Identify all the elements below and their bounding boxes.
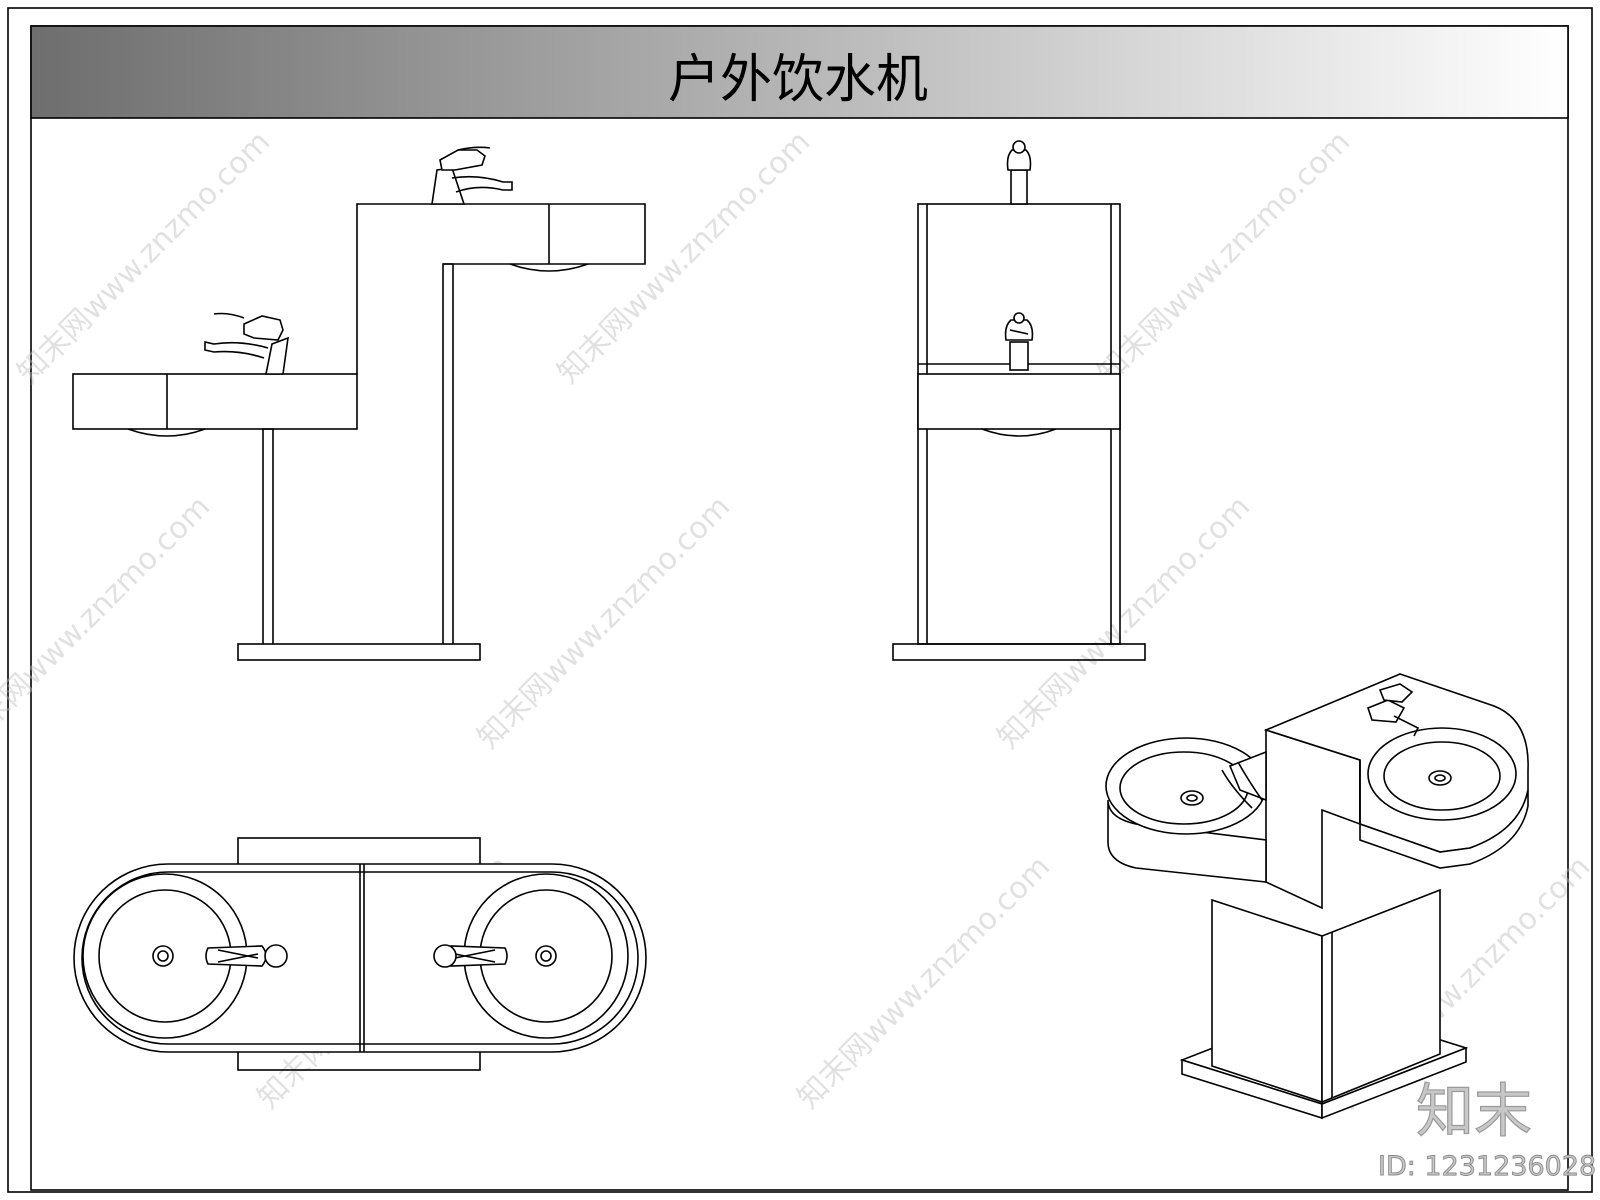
iso-pedestal-right	[1321, 888, 1441, 1104]
top-faucet-icon	[1006, 140, 1032, 205]
right-drain-icon	[535, 945, 557, 967]
lower-bowl-curve	[127, 428, 206, 437]
id-label: ID: 1231236028	[1378, 1151, 1596, 1182]
front-basin-band	[917, 373, 1121, 430]
pedestal-right-edge	[442, 263, 454, 644]
page-title: 户外饮水机	[668, 50, 928, 110]
pedestal-left-edge	[262, 428, 274, 644]
iso-upper-drain-icon	[1428, 770, 1452, 786]
right-faucet-plan-icon	[433, 944, 508, 968]
watermark-text: 知末网www.znzmo.com	[791, 849, 1057, 1115]
front-lower-faucet-icon	[1004, 312, 1034, 371]
iso-lower-drain-icon	[1180, 790, 1204, 806]
brand-logo: 知末	[1416, 1077, 1532, 1145]
watermark-text: 知末网www.znzmo.com	[991, 489, 1257, 755]
iso-upper-basin-bowl	[1383, 741, 1501, 811]
upper-bowl-curve	[509, 263, 589, 272]
left-faucet-plan-icon	[205, 944, 288, 968]
left-drain-icon	[152, 945, 174, 967]
iso-upper-faucet-icon	[1367, 683, 1420, 737]
watermark-text: 知末网www.znzmo.com	[0, 489, 217, 755]
watermark-text: 知末网www.znzmo.com	[551, 124, 817, 390]
plan-view	[73, 837, 647, 1071]
watermark-text: 知末网www.znzmo.com	[1091, 124, 1357, 390]
lower-faucet-icon	[204, 312, 289, 375]
iso-lower-basin-side	[1107, 799, 1267, 883]
watermark-text: 知末网www.znzmo.com	[11, 124, 277, 390]
side-elevation-view	[72, 146, 646, 661]
outer-frame	[7, 7, 1593, 1193]
upper-faucet-icon	[431, 146, 513, 205]
title-bar	[30, 25, 1569, 119]
watermark-text: 知末网www.znzmo.com	[471, 489, 737, 755]
upper-body	[356, 203, 646, 374]
base-plate	[237, 643, 481, 661]
iso-upper-face	[1265, 728, 1361, 910]
front-elevation-view	[892, 140, 1146, 661]
front-bowl-curve	[981, 428, 1057, 437]
iso-pedestal-left	[1211, 898, 1323, 1104]
iso-upper-basin-rim	[1367, 727, 1517, 821]
lower-basin	[72, 373, 358, 430]
isometric-view	[1105, 673, 1529, 1120]
